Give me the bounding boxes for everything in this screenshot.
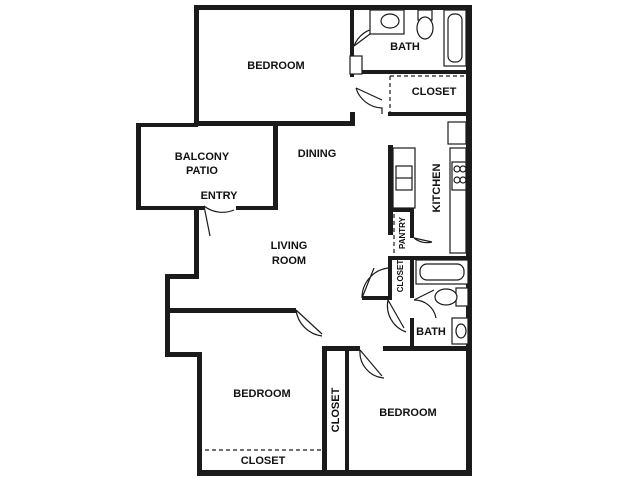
label-balcony: BALCONY [175, 151, 230, 163]
label-closet-hall: CLOSET [396, 260, 405, 293]
label-closet-vertical: CLOSET [330, 387, 342, 432]
walls [136, 5, 472, 476]
label-bath-top: BATH [390, 41, 420, 53]
closet-lines [205, 75, 468, 451]
fixtures [349, 9, 469, 345]
label-dining: DINING [298, 148, 337, 160]
label-bedroom-top: BEDROOM [247, 60, 304, 72]
label-closet-top: CLOSET [412, 86, 457, 98]
doors [203, 27, 437, 379]
label-living: LIVING [271, 240, 308, 252]
label-bedroom-bottom-right: BEDROOM [379, 407, 436, 419]
label-bedroom-bottom-left: BEDROOM [233, 388, 290, 400]
label-patio: PATIO [186, 165, 218, 177]
label-pantry: PANTRY [398, 216, 407, 249]
label-entry: ENTRY [201, 190, 239, 202]
label-kitchen: KITCHEN [431, 164, 443, 213]
label-closet-bottom-left: CLOSET [241, 455, 286, 467]
label-bath-middle: BATH [416, 326, 446, 338]
room-labels: BEDROOM BATH CLOSET BALCONY PATIO ENTRY … [175, 41, 457, 467]
label-room: ROOM [272, 255, 306, 267]
